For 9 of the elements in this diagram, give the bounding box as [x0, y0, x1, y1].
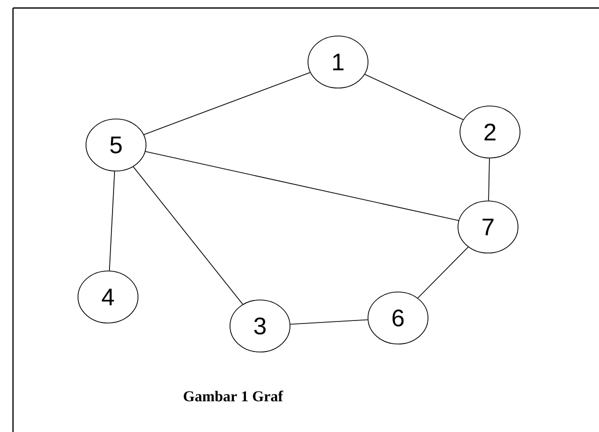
edge-line [145, 151, 459, 221]
edge-line [109, 170, 116, 272]
edge-line [364, 74, 464, 120]
edge-line [417, 246, 469, 298]
edge-line [132, 166, 244, 305]
figure-caption: Gambar 1 Graf [184, 390, 284, 402]
edge-line [290, 319, 368, 325]
edge-line [144, 72, 310, 135]
edge-line [488, 158, 490, 202]
